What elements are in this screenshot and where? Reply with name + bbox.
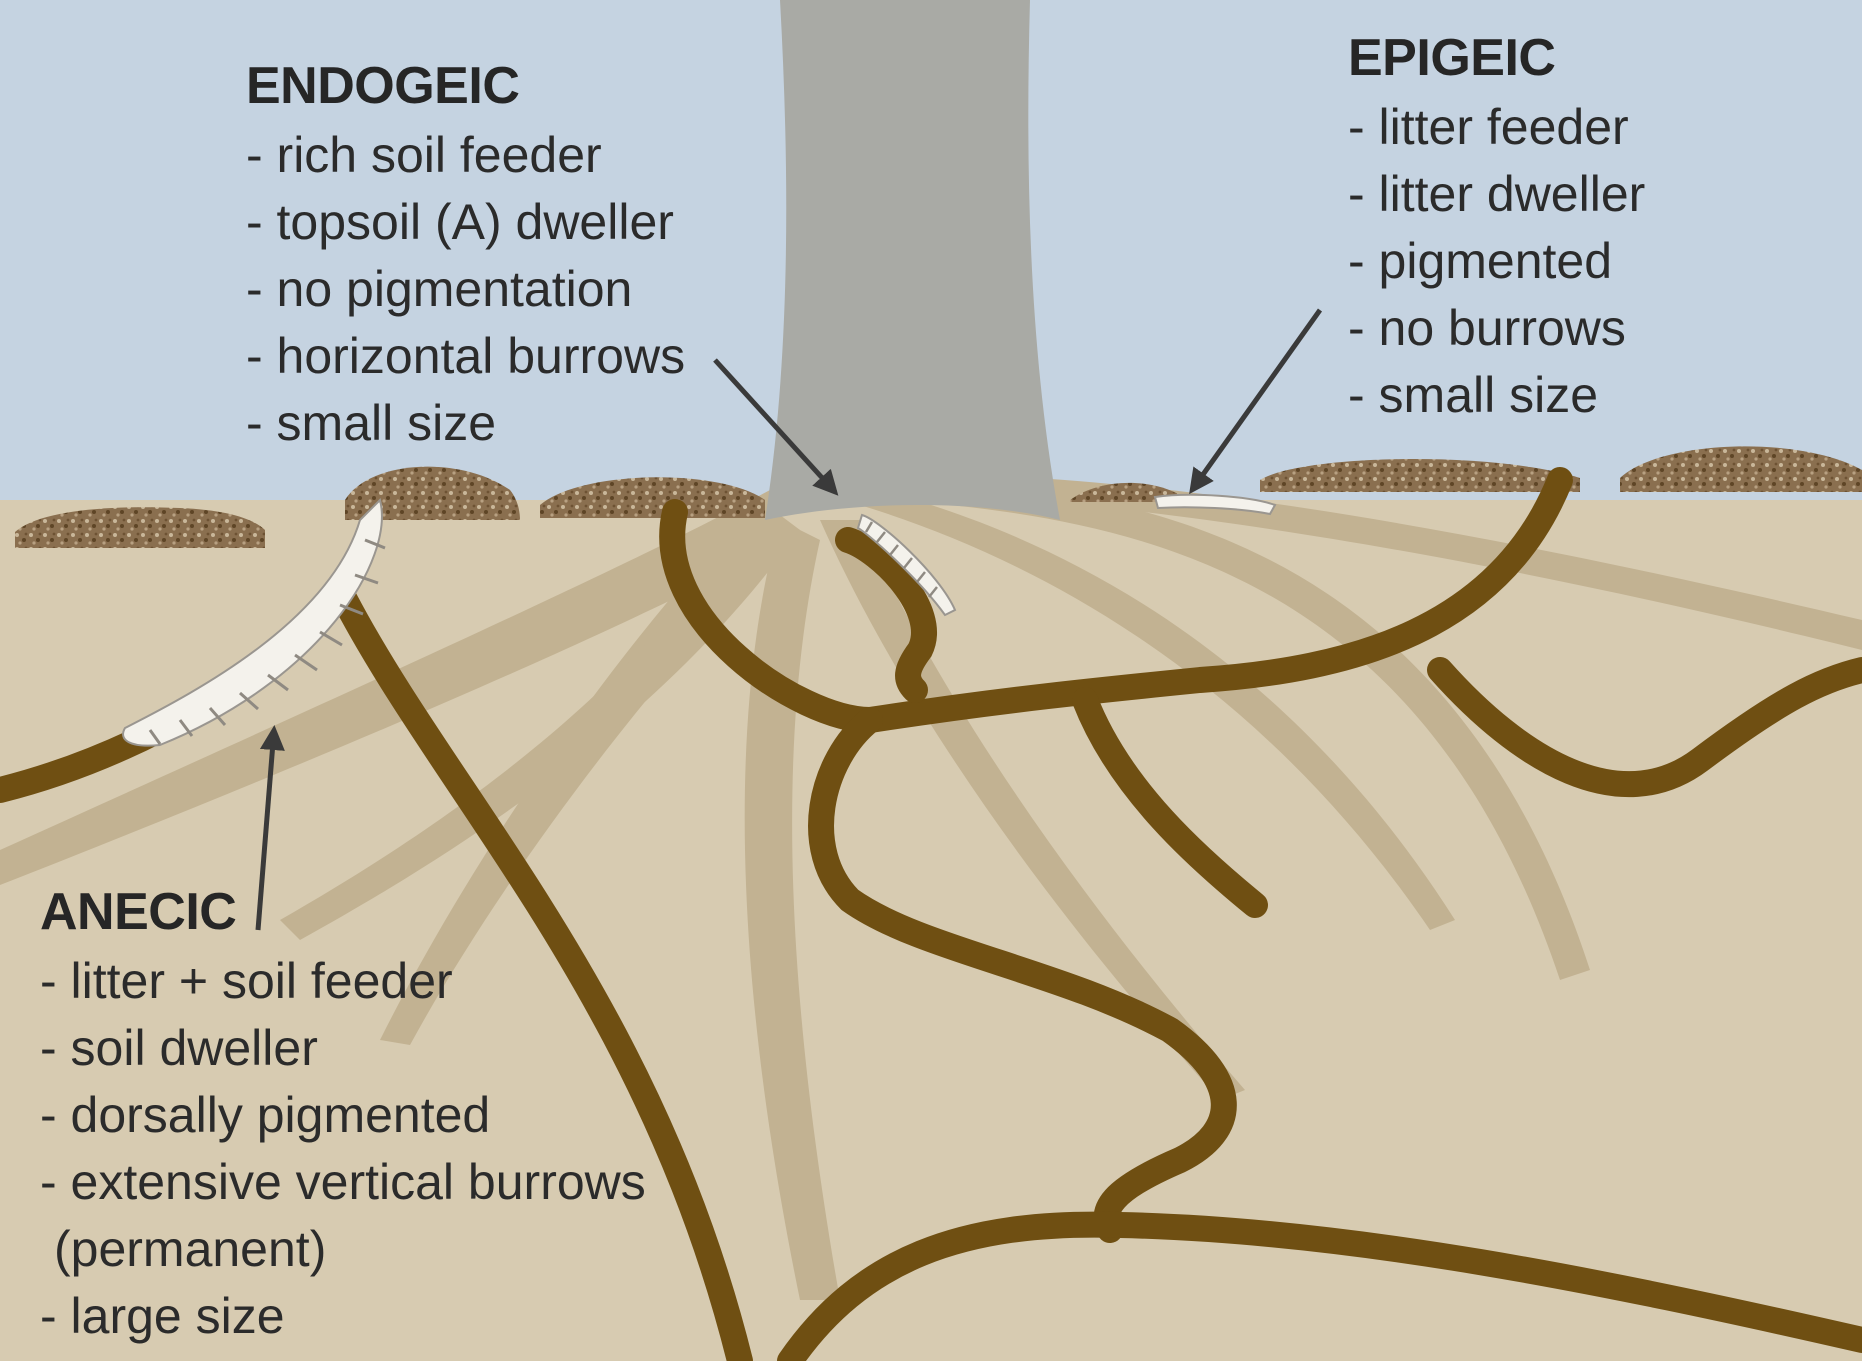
anecic-trait: - soil dweller bbox=[40, 1015, 646, 1082]
anecic-trait: - litter + soil feeder bbox=[40, 948, 646, 1015]
endogeic-label: ENDOGEIC - rich soil feeder - topsoil (A… bbox=[246, 56, 685, 457]
anecic-traits: - litter + soil feeder - soil dweller - … bbox=[40, 948, 646, 1350]
endogeic-trait: - small size bbox=[246, 390, 685, 457]
endogeic-trait: - rich soil feeder bbox=[246, 122, 685, 189]
epigeic-trait: - small size bbox=[1348, 362, 1645, 429]
endogeic-title: ENDOGEIC bbox=[246, 56, 685, 116]
endogeic-traits: - rich soil feeder - topsoil (A) dweller… bbox=[246, 122, 685, 457]
epigeic-trait: - litter dweller bbox=[1348, 161, 1645, 228]
anecic-title: ANECIC bbox=[40, 882, 646, 942]
epigeic-traits: - litter feeder - litter dweller - pigme… bbox=[1348, 94, 1645, 429]
epigeic-trait: - pigmented bbox=[1348, 228, 1645, 295]
endogeic-trait: - no pigmentation bbox=[246, 256, 685, 323]
anecic-trait: - extensive vertical burrows bbox=[40, 1149, 646, 1216]
anecic-label: ANECIC - litter + soil feeder - soil dwe… bbox=[40, 882, 646, 1350]
tree-trunk bbox=[765, 0, 1060, 520]
epigeic-label: EPIGEIC - litter feeder - litter dweller… bbox=[1348, 28, 1645, 429]
anecic-trait: - large size bbox=[40, 1283, 646, 1350]
epigeic-trait: - litter feeder bbox=[1348, 94, 1645, 161]
anecic-trait: - dorsally pigmented bbox=[40, 1082, 646, 1149]
endogeic-trait: - topsoil (A) dweller bbox=[246, 189, 685, 256]
anecic-trait: (permanent) bbox=[40, 1216, 646, 1283]
epigeic-trait: - no burrows bbox=[1348, 295, 1645, 362]
epigeic-title: EPIGEIC bbox=[1348, 28, 1645, 88]
endogeic-trait: - horizontal burrows bbox=[246, 323, 685, 390]
